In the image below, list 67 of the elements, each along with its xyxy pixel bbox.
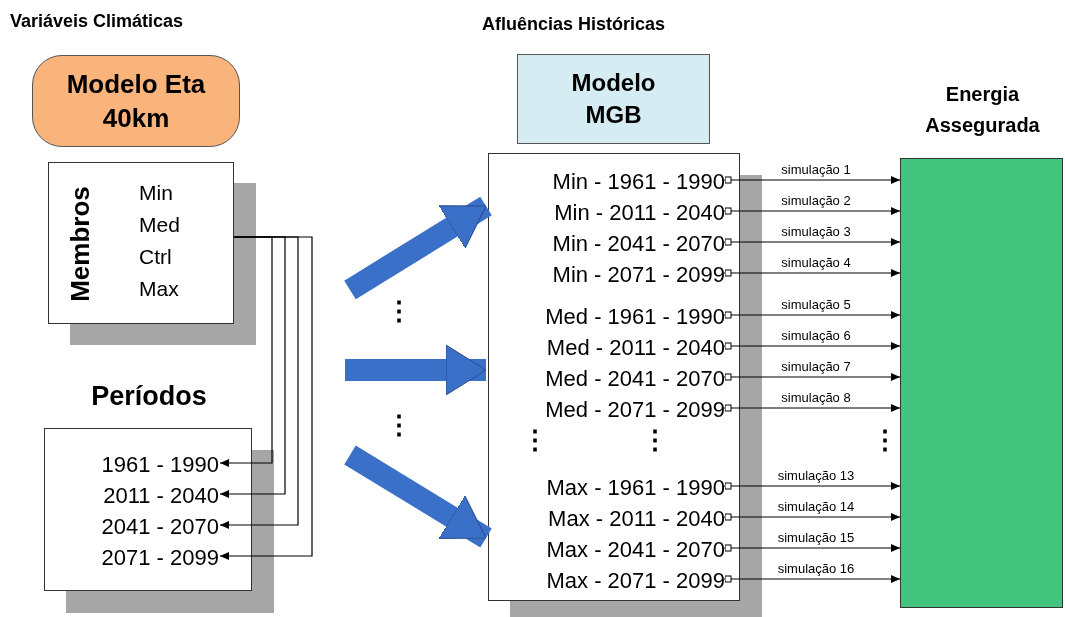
ellipsis-dots: ⋮ [522, 425, 548, 455]
scenario-item: Min - 2071 - 2099 [495, 259, 725, 289]
edge-label: simulação 16 [776, 561, 856, 576]
arrow [723, 575, 901, 583]
ellipsis-dots: ⋮ [386, 296, 412, 326]
scenario-item: Med - 2041 - 2070 [495, 363, 725, 393]
scenario-item: Min - 1961 - 1990 [495, 166, 725, 196]
arrow [723, 342, 901, 350]
box-heading: Períodos [90, 380, 208, 413]
scenario-item: Max - 2011 - 2040 [495, 503, 725, 533]
scenario-item: Med - 1961 - 1990 [495, 301, 725, 331]
model-box [517, 54, 710, 144]
scenario-item: Med - 2011 - 2040 [495, 332, 725, 362]
block-arrow [344, 196, 492, 300]
scenario-item: Max - 2071 - 2099 [495, 565, 725, 595]
arrow [723, 373, 901, 381]
model-box [32, 55, 240, 147]
period-item: 2071 - 2099 [61, 542, 219, 572]
ellipsis-dots: ⋮ [386, 410, 412, 440]
scenario-item: Min - 2041 - 2070 [495, 228, 725, 258]
scenario-item: Med - 2071 - 2099 [495, 394, 725, 424]
members-box [48, 162, 234, 324]
block-arrow [345, 344, 487, 396]
edge-label: simulação 5 [780, 297, 852, 312]
period-item: 2011 - 2040 [61, 480, 219, 510]
section-heading: Afluências Históricas [482, 13, 666, 35]
period-item: 1961 - 1990 [61, 449, 219, 479]
member-item: Ctrl [139, 244, 173, 270]
arrow [723, 238, 901, 246]
vertical-heading: Membros [65, 186, 95, 302]
member-item: Max [139, 276, 180, 302]
arrow [723, 404, 901, 412]
scenario-item: Max - 2041 - 2070 [495, 534, 725, 564]
edge-label: simulação 7 [780, 359, 852, 374]
block-arrow [344, 445, 492, 548]
box-heading: Energia Assegurada [924, 82, 1041, 138]
arrow [219, 236, 313, 560]
ellipsis-dots: ⋮ [642, 425, 668, 455]
edge-label: simulação 2 [780, 193, 852, 208]
arrow [723, 269, 901, 277]
arrow [723, 176, 901, 184]
edge-label: simulação 8 [780, 390, 852, 405]
arrow [723, 207, 901, 215]
edge-label: simulação 6 [780, 328, 852, 343]
arrow [723, 513, 901, 521]
arrow [219, 236, 299, 529]
arrow [219, 236, 273, 467]
arrow [219, 236, 286, 498]
member-item: Min [139, 180, 174, 206]
edge-label: simulação 14 [776, 499, 856, 514]
member-item: Med [139, 212, 180, 238]
scenario-item: Min - 2011 - 2040 [495, 197, 725, 227]
edge-label: simulação 3 [780, 224, 852, 239]
node-title: Modelo Eta 40km [65, 68, 207, 135]
ellipsis-dots: ⋮ [872, 425, 898, 455]
arrow [723, 482, 901, 490]
node-title: Modelo MGB [570, 68, 657, 130]
edge-label: simulação 15 [776, 530, 856, 545]
scenario-item: Max - 1961 - 1990 [495, 472, 725, 502]
section-heading: Variáveis Climáticas [10, 10, 184, 32]
scenarios-box [488, 153, 740, 601]
arrow [723, 544, 901, 552]
arrow [723, 311, 901, 319]
edge-label: simulação 13 [776, 468, 856, 483]
edge-label: simulação 4 [780, 255, 852, 270]
edge-label: simulação 1 [780, 162, 852, 177]
period-item: 2041 - 2070 [61, 511, 219, 541]
